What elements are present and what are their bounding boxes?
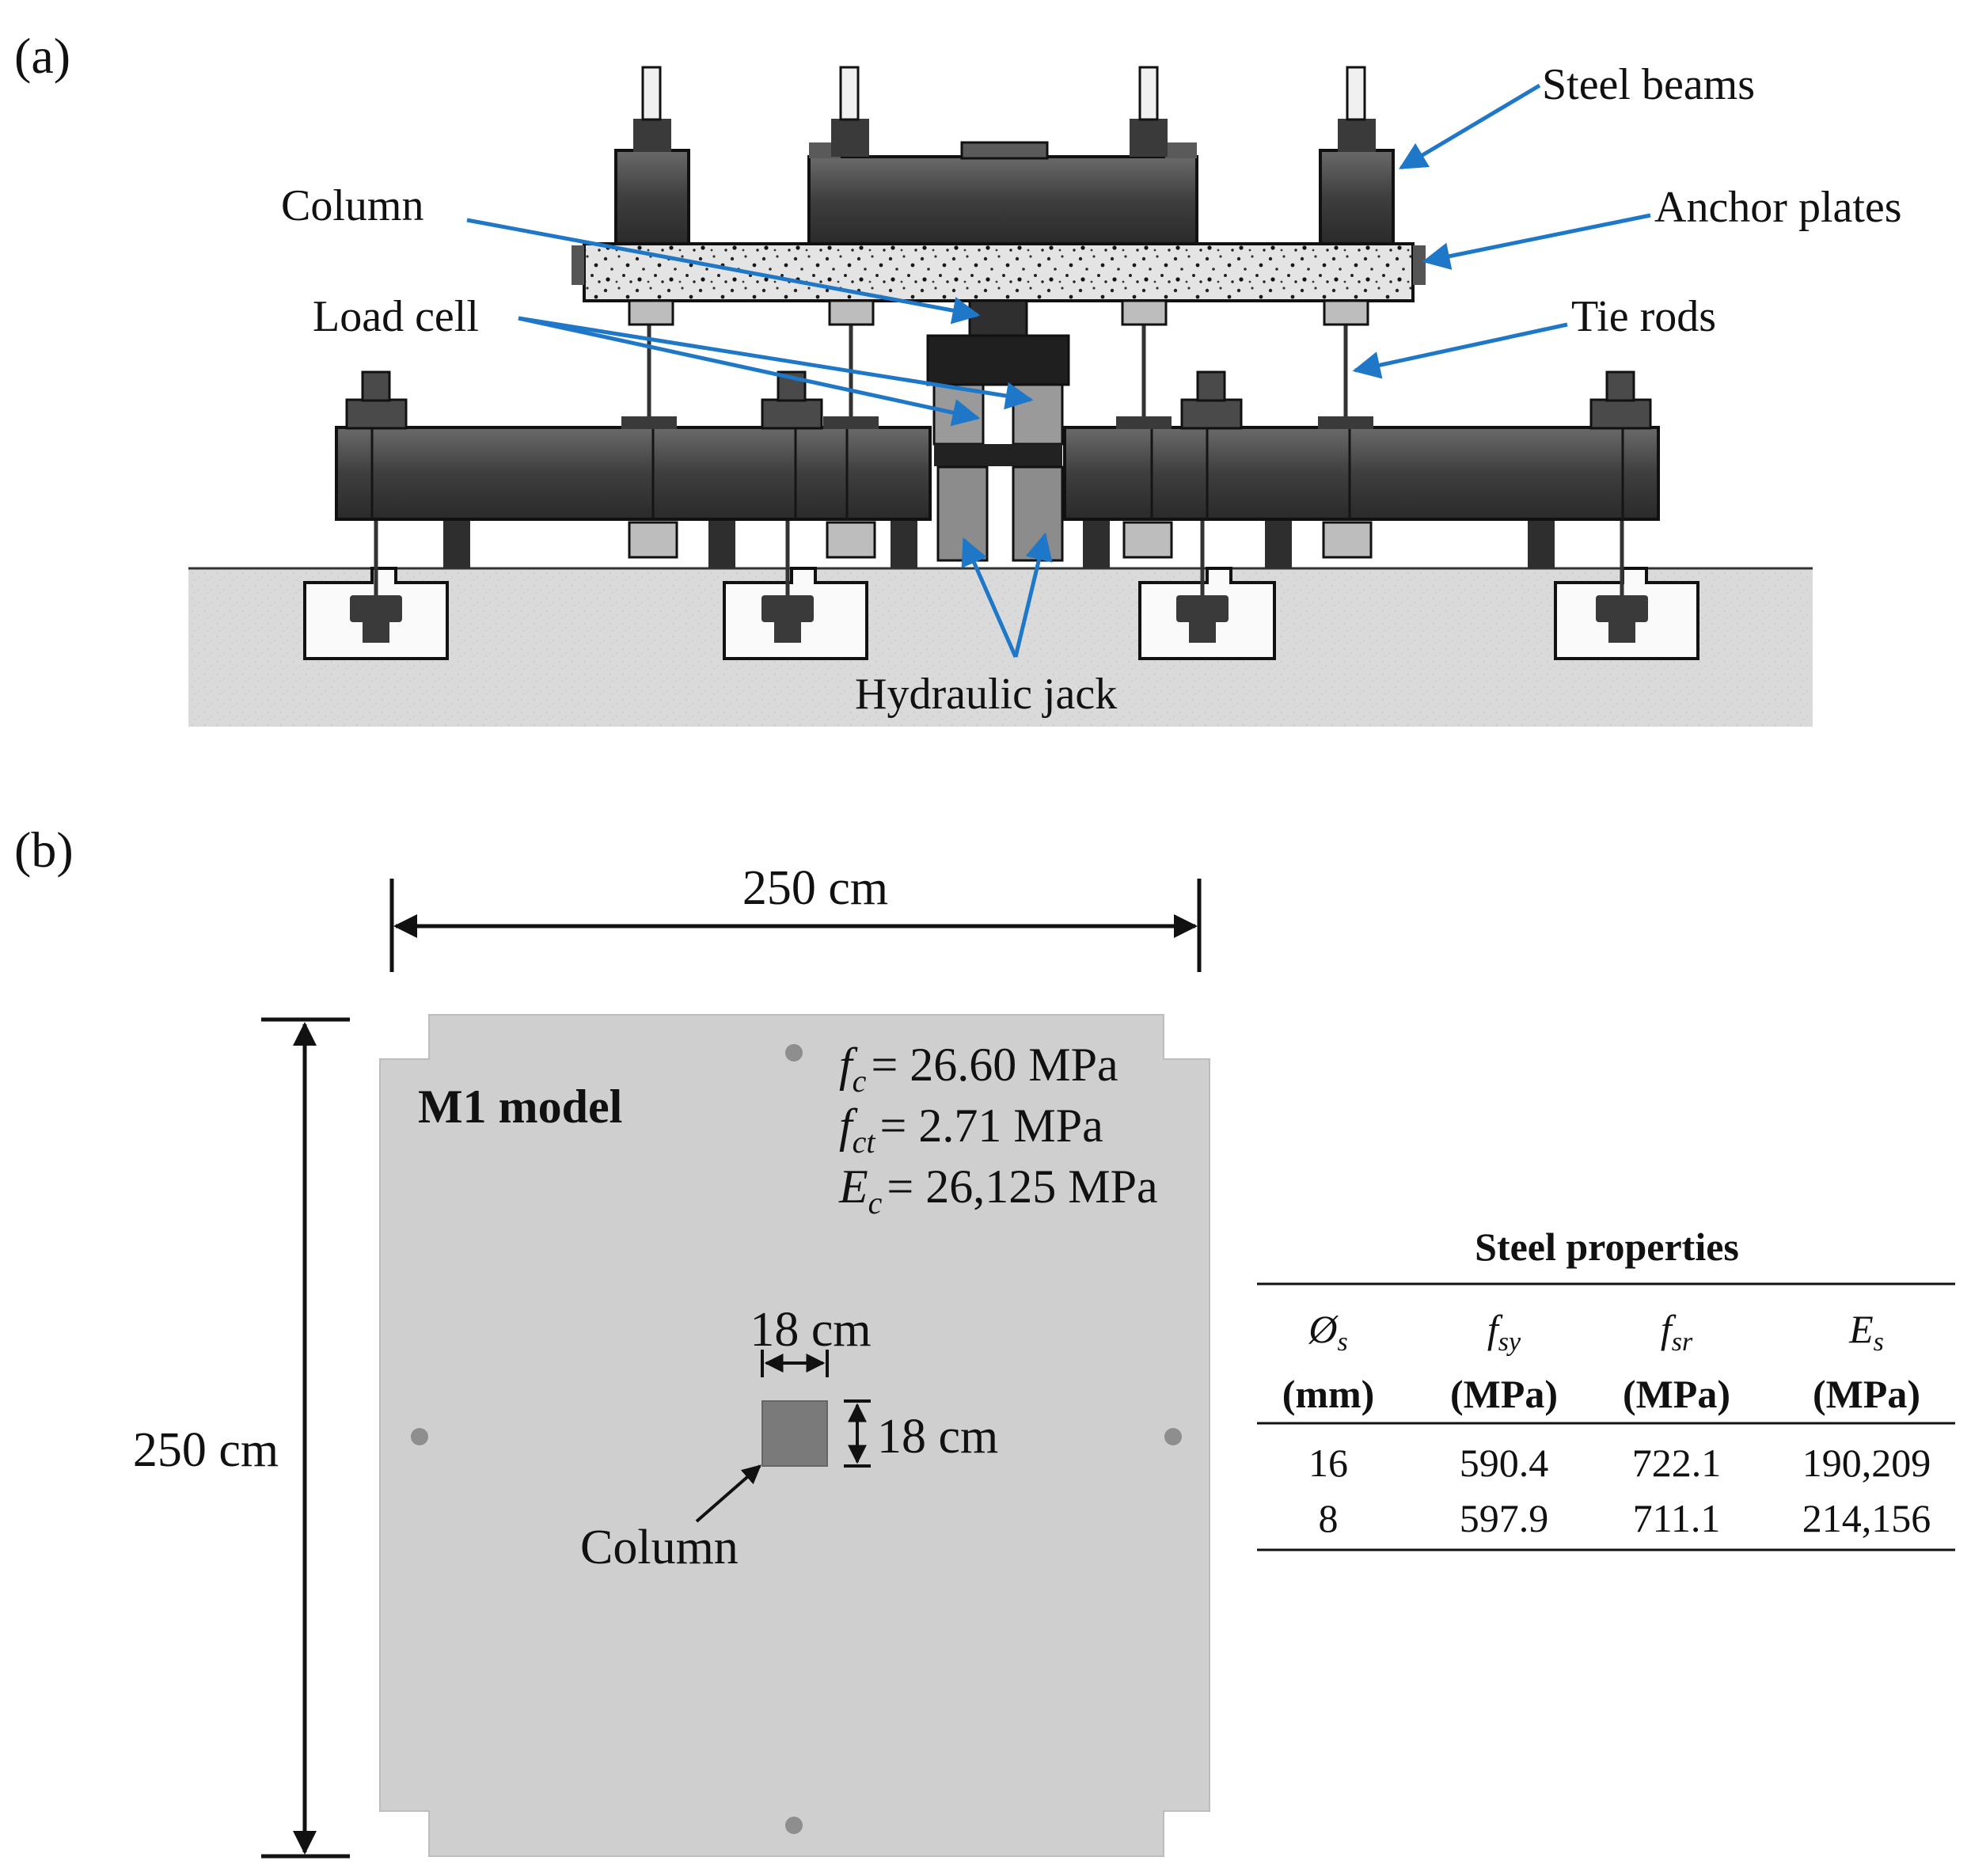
column-width-label: 18 cm	[750, 1303, 871, 1357]
label-hydraulic-jack: Hydraulic jack	[855, 670, 1117, 719]
table-cell: 722.1	[1632, 1441, 1722, 1485]
table-header-unit: (mm)	[1282, 1372, 1375, 1416]
table-header-symbol: Øs	[1308, 1307, 1347, 1357]
lower-beam-left	[335, 426, 932, 521]
height-dim-label: 250 cm	[133, 1423, 279, 1477]
width-dimension	[389, 879, 1202, 972]
anchor-points	[411, 1044, 1182, 1834]
table-title: Steel properties	[1475, 1225, 1739, 1269]
table-cell: 597.9	[1460, 1496, 1549, 1540]
test-rig-drawing	[188, 66, 1813, 727]
anchor-blocks	[614, 66, 1395, 245]
table-cell: 590.4	[1460, 1441, 1549, 1485]
prop-fct: fct= 2.71 MPa	[839, 1099, 1103, 1160]
label-tie-rods: Tie rods	[1571, 292, 1716, 341]
prop-ec: Ec= 26,125 MPa	[838, 1160, 1158, 1221]
column-plan-label: Column	[580, 1521, 739, 1574]
steel-properties-table: Steel properties Øs (mm) fsy (MPa) fsr (MPa) E…	[1257, 1225, 1955, 1551]
label-anchor-plates: Anchor plates	[1654, 183, 1902, 232]
panel-a-tag: (a)	[14, 28, 70, 84]
label-load-cell: Load cell	[313, 292, 479, 341]
top-steel-beam	[807, 155, 1198, 245]
table-header-symbol: fsr	[1661, 1307, 1693, 1357]
ground	[188, 568, 1813, 727]
table-cell: 711.1	[1633, 1496, 1721, 1540]
label-steel-beams: Steel beams	[1542, 60, 1755, 109]
table-header-unit: (MPa)	[1450, 1372, 1558, 1416]
model-name: M1 model	[418, 1080, 622, 1133]
table-cell: 8	[1319, 1496, 1339, 1540]
table-cell: 190,209	[1802, 1441, 1931, 1485]
hydraulic-jack-left	[936, 465, 989, 562]
table-cell: 16	[1308, 1441, 1348, 1485]
lower-beam-right	[1063, 426, 1660, 521]
load-cell-right	[1012, 383, 1064, 446]
callout-arrows	[466, 83, 1651, 659]
column-plan	[761, 1400, 828, 1467]
height-dimension	[261, 1017, 350, 1859]
table-header-unit: (MPa)	[1623, 1372, 1730, 1416]
hydraulic-jack-right	[1012, 465, 1064, 562]
label-column: Column	[281, 181, 423, 230]
prop-fc: fc= 26.60 MPa	[839, 1039, 1118, 1099]
panel-b-tag: (b)	[14, 822, 74, 878]
column-stub	[968, 299, 1028, 337]
table-header-unit: (MPa)	[1813, 1372, 1920, 1416]
width-dim-label: 250 cm	[742, 861, 888, 915]
table-header-symbol: fsy	[1487, 1307, 1521, 1357]
column-height-label: 18 cm	[877, 1410, 998, 1464]
table-cell: 214,156	[1802, 1496, 1931, 1540]
table-header-symbol: Es	[1848, 1307, 1884, 1357]
table-header: Øs (mm) fsy (MPa) fsr (MPa) Es (MPa)	[1282, 1307, 1920, 1416]
concrete-slab	[583, 242, 1415, 302]
table-body: 16 590.4 722.1 190,209 8 597.9 711.1 214,156	[1308, 1441, 1931, 1540]
